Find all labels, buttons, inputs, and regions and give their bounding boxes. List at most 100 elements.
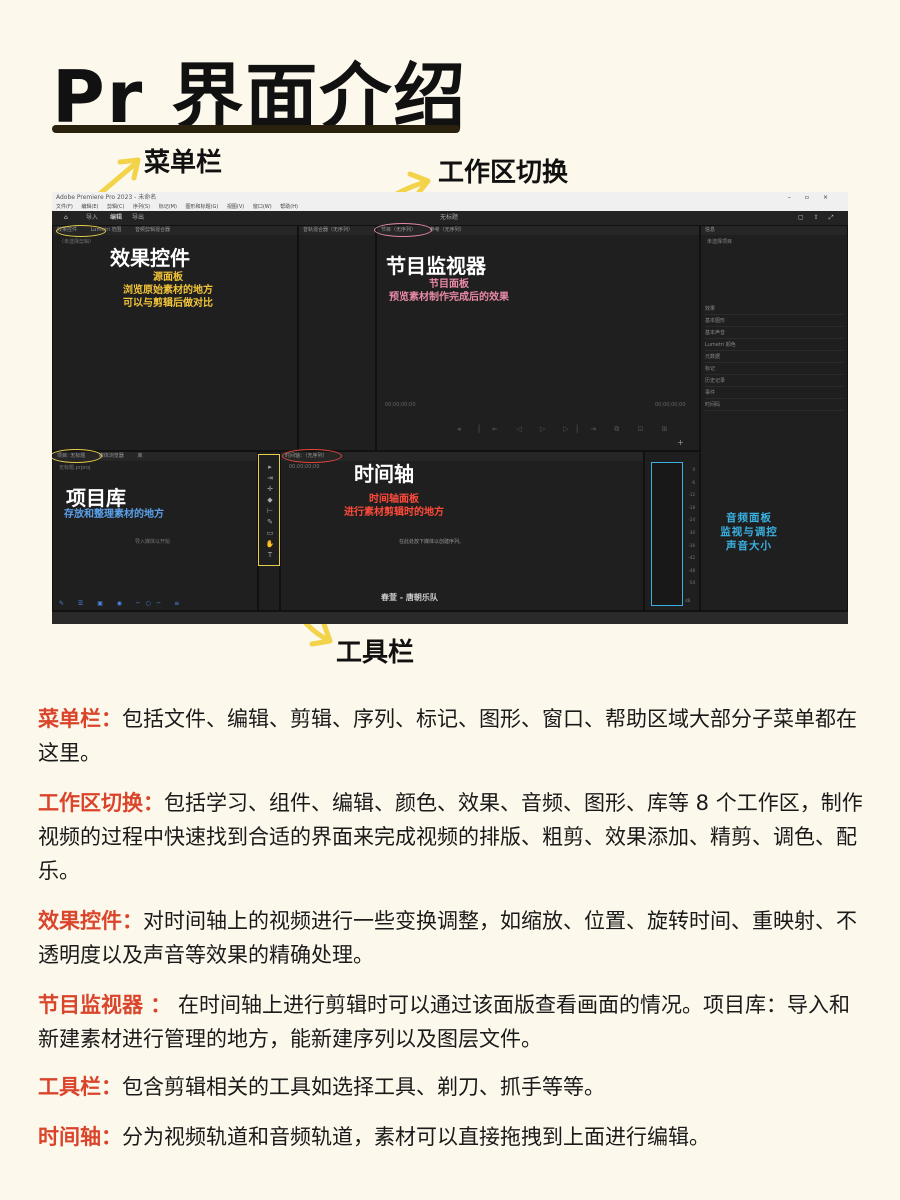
timeline-hint: 在此处放下媒体以创建序列。: [399, 539, 465, 545]
tab-libraries[interactable]: 库: [137, 453, 143, 459]
add-button-icon[interactable]: +: [677, 438, 684, 447]
highlight-project-tab: [52, 449, 102, 463]
desc-label: 工作区切换：: [38, 791, 164, 815]
menu-item[interactable]: 视图(V): [226, 204, 245, 210]
panel-item-basic-sound[interactable]: 基本声音: [705, 328, 843, 339]
callout-menu-bar: 菜单栏: [144, 148, 223, 178]
effects-control-panel: 效果控件 Lumetri 范围 音频剪辑混合器 （未选择剪辑）: [52, 225, 298, 451]
panel-item-timecode[interactable]: 时间码: [705, 400, 843, 411]
desc-line: 节目面板: [429, 279, 469, 290]
tab-reference[interactable]: 参考（无序列）: [429, 227, 465, 233]
overlay-effects-desc: 源面板 浏览原始素材的地方 可以与剪辑后做对比: [110, 271, 226, 310]
overlay-audio-desc: 音频面板 监视与调控 声音大小: [712, 511, 786, 553]
desc-text: 包括学习、组件、编辑、颜色、效果、音频、图形、库等 8 个工作区，制作视频的过程…: [38, 791, 863, 883]
desc-label: 效果控件：: [38, 909, 143, 933]
source-sub: （未选择剪辑）: [59, 239, 95, 245]
overlay-timeline-title: 时间轴: [354, 462, 414, 486]
desc-text: 在时间轴上进行剪辑时可以通过该面版查看画面的情况。项目库：导入和新建素材进行管理…: [38, 993, 850, 1051]
window-controls-icon[interactable]: –▫×: [787, 194, 842, 201]
panel-item-effects[interactable]: 效果: [705, 304, 843, 315]
ws-actions-icon[interactable]: ▢⇪⤢: [798, 214, 844, 221]
desc-text: 对时间轴上的视频进行一些变换调整，如缩放、位置、旋转时间、重映射、不透明度以及声…: [38, 909, 857, 967]
desc-label: 时间轴：: [38, 1125, 122, 1149]
tab-track-mixer[interactable]: 音轨混合器（无序列）: [303, 227, 354, 233]
desc-line: 浏览原始素材的地方: [123, 285, 213, 296]
panel-item-basic-graphics[interactable]: 基本图形: [705, 316, 843, 327]
desc-line: 预览素材制作完成后的效果: [389, 292, 509, 303]
desc-label: 节目监视器 ：: [38, 993, 172, 1017]
overlay-project-desc: 存放和整理素材的地方: [58, 508, 170, 521]
panel-item-history[interactable]: 历史记录: [705, 376, 843, 387]
panel-item-events[interactable]: 事件: [705, 388, 843, 399]
meter-tick: -42: [688, 555, 695, 561]
desc-line: 可以与剪辑后做对比: [123, 298, 213, 309]
menu-item[interactable]: 窗口(W): [252, 204, 272, 210]
meter-tick: -30: [688, 529, 695, 535]
info-empty: 未选择项目: [707, 239, 733, 245]
menu-item[interactable]: 文件(F): [56, 204, 73, 210]
desc-line: 监视与调控: [720, 526, 778, 538]
overlay-timeline-desc: 时间轴面板 进行素材剪辑时的地方: [338, 493, 450, 519]
menu-item[interactable]: 编辑(E): [81, 204, 99, 210]
program-timecode-right: 00;00;00;00: [655, 402, 686, 408]
meter-tick: 0: [692, 467, 695, 472]
project-footer-icons[interactable]: ✎ ☰ ▣ ◉ ─○─ ≡: [59, 600, 186, 607]
ws-tab-edit[interactable]: 编辑: [110, 214, 123, 221]
overlay-program-title: 节目监视器: [386, 254, 486, 278]
desc-program-monitor: 节目监视器 ： 在时间轴上进行剪辑时可以通过该面版查看画面的情况。项目库：导入和…: [38, 988, 864, 1056]
tab-info[interactable]: 信息: [705, 227, 716, 233]
meter-tick: -36: [688, 542, 695, 548]
desc-label: 工具栏：: [38, 1075, 122, 1099]
highlight-effects-tab: [56, 225, 106, 237]
desc-timeline: 时间轴：分为视频轨道和音频轨道，素材可以直接拖拽到上面进行编辑。: [38, 1120, 864, 1154]
meter-tick: -18: [688, 504, 695, 510]
tab-clip-mixer[interactable]: 音频剪辑混合器: [135, 227, 171, 233]
panel-item-markers[interactable]: 标记: [705, 364, 843, 375]
overlay-program-desc: 节目面板 预览素材制作完成后的效果: [382, 278, 516, 304]
desc-menu-bar: 菜单栏：包括文件、编辑、剪辑、序列、标记、图形、窗口、帮助区域大部分子菜单都在这…: [38, 702, 864, 770]
highlight-program-tab: [374, 223, 432, 237]
ws-tab-export[interactable]: 导出: [132, 214, 145, 221]
premiere-screenshot: Adobe Premiere Pro 2023 - 未命名 –▫× 文件(F) …: [52, 192, 848, 624]
callout-workspace-switch: 工作区切换: [438, 158, 569, 188]
meter-tick: -24: [688, 517, 695, 523]
overlay-project-title: 项目库: [66, 486, 126, 510]
home-icon[interactable]: ⌂: [64, 214, 68, 221]
desc-workspace-switch: 工作区切换：包括学习、组件、编辑、颜色、效果、音频、图形、库等 8 个工作区，制…: [38, 786, 864, 888]
pr-center-title: 无标题: [440, 214, 459, 221]
timeline-timecode: 00;00;00;00: [289, 464, 320, 470]
panel-item-lumetri[interactable]: Lumetri 颜色: [705, 340, 843, 351]
audio-meter-panel: 0 -6 -12 -18 -24 -30 -36 -42 -48 -54 dB: [644, 451, 700, 611]
desc-line: 音频面板: [726, 512, 772, 524]
tab-lumetri[interactable]: Lumetri 范围: [90, 227, 122, 233]
menu-item[interactable]: 剪辑(C): [107, 204, 125, 210]
desc-effects-controls: 效果控件：对时间轴上的视频进行一些变换调整，如缩放、位置、旋转时间、重映射、不透…: [38, 904, 864, 972]
meter-tick: -6: [691, 479, 695, 485]
tool-icons[interactable]: ▸⇥✛◆⊢✎▭✋T: [265, 463, 275, 559]
project-file: 无标题.prproj: [59, 465, 91, 471]
menu-item[interactable]: 序列(S): [133, 204, 151, 210]
tab-media-browser[interactable]: 媒体浏览器: [98, 453, 124, 459]
desc-toolbar: 工具栏：包含剪辑相关的工具如选择工具、剃刀、抓手等等。: [38, 1070, 864, 1104]
callout-toolbar: 工具栏: [336, 638, 415, 668]
desc-line: 源面板: [153, 272, 183, 283]
project-panel: 项目: 无标题 媒体浏览器 库 无标题.prproj 导入媒体以开始 ✎ ☰ ▣…: [52, 451, 258, 611]
menu-item[interactable]: 标记(M): [158, 204, 177, 210]
menu-item[interactable]: 帮助(H): [280, 204, 298, 210]
right-info-panel: 信息 未选择项目 效果 基本图形 基本声音 Lumetri 颜色 元数据 标记 …: [700, 225, 848, 611]
desc-text: 包含剪辑相关的工具如选择工具、剃刀、抓手等等。: [122, 1075, 605, 1099]
desc-line: 声音大小: [726, 540, 772, 552]
pr-status-bar: [52, 611, 848, 624]
audio-meter-box: [651, 462, 683, 606]
transport-controls-icon[interactable]: ◂ ▏⇤ ◁ ▷ ▷▏⇥ ⧉ ⊡ ⊞: [457, 425, 676, 433]
desc-text: 包括文件、编辑、剪辑、序列、标记、图形、窗口、帮助区域大部分子菜单都在这里。: [38, 707, 857, 765]
panel-item-metadata[interactable]: 元数据: [705, 352, 843, 363]
desc-label: 菜单栏：: [38, 707, 122, 731]
menu-item[interactable]: 图形和标题(G): [185, 204, 219, 210]
meter-unit: dB: [685, 598, 691, 603]
meter-tick: -12: [688, 492, 695, 498]
desc-text: 分为视频轨道和音频轨道，素材可以直接拖拽到上面进行编辑。: [122, 1125, 710, 1149]
meter-tick: -48: [688, 567, 695, 573]
timeline-panel: 时间轴：（无序列） 00;00;00;00 在此处放下媒体以创建序列。 春萱 -…: [280, 451, 644, 611]
ws-tab-import[interactable]: 导入: [86, 214, 99, 221]
